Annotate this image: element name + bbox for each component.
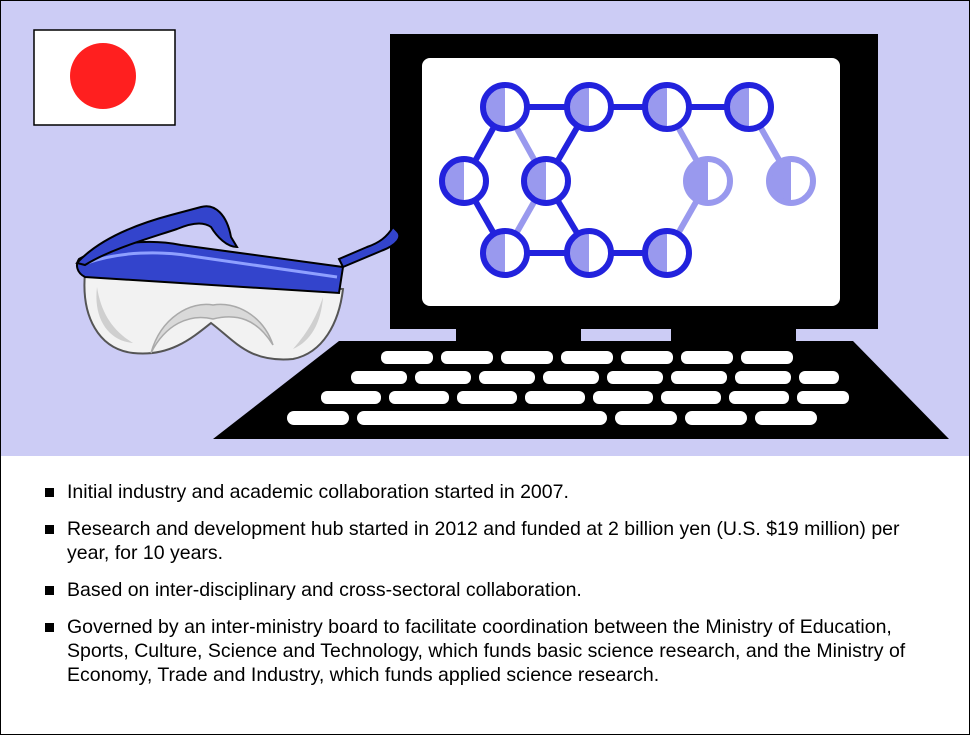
japan-flag-icon: [33, 29, 176, 126]
molecule-network-icon: [439, 82, 816, 278]
safety-goggles-icon: [75, 205, 401, 361]
bullet-square-icon: [45, 586, 54, 595]
bullet-square-icon: [45, 488, 54, 497]
keyboard-keys: [287, 351, 849, 425]
bullet-item: Initial industry and academic collaborat…: [45, 480, 945, 504]
bullet-square-icon: [45, 623, 54, 632]
bullet-item: Research and development hub started in …: [45, 517, 945, 565]
bullet-text: Based on inter-disciplinary and cross-se…: [67, 579, 582, 601]
illustration: [33, 29, 949, 439]
bullet-square-icon: [45, 525, 54, 534]
bullet-text: Research and development hub started in …: [67, 518, 900, 564]
bullet-list: Initial industry and academic collaborat…: [45, 480, 945, 700]
bullet-text: Initial industry and academic collaborat…: [67, 481, 569, 503]
bullet-text: Governed by an inter-ministry board to f…: [67, 616, 906, 686]
light-nodes: [683, 156, 816, 206]
illustration-panel: [1, 1, 969, 456]
bullet-item: Based on inter-disciplinary and cross-se…: [45, 578, 945, 602]
dark-nodes: [439, 82, 774, 278]
bullet-item: Governed by an inter-ministry board to f…: [45, 615, 945, 687]
